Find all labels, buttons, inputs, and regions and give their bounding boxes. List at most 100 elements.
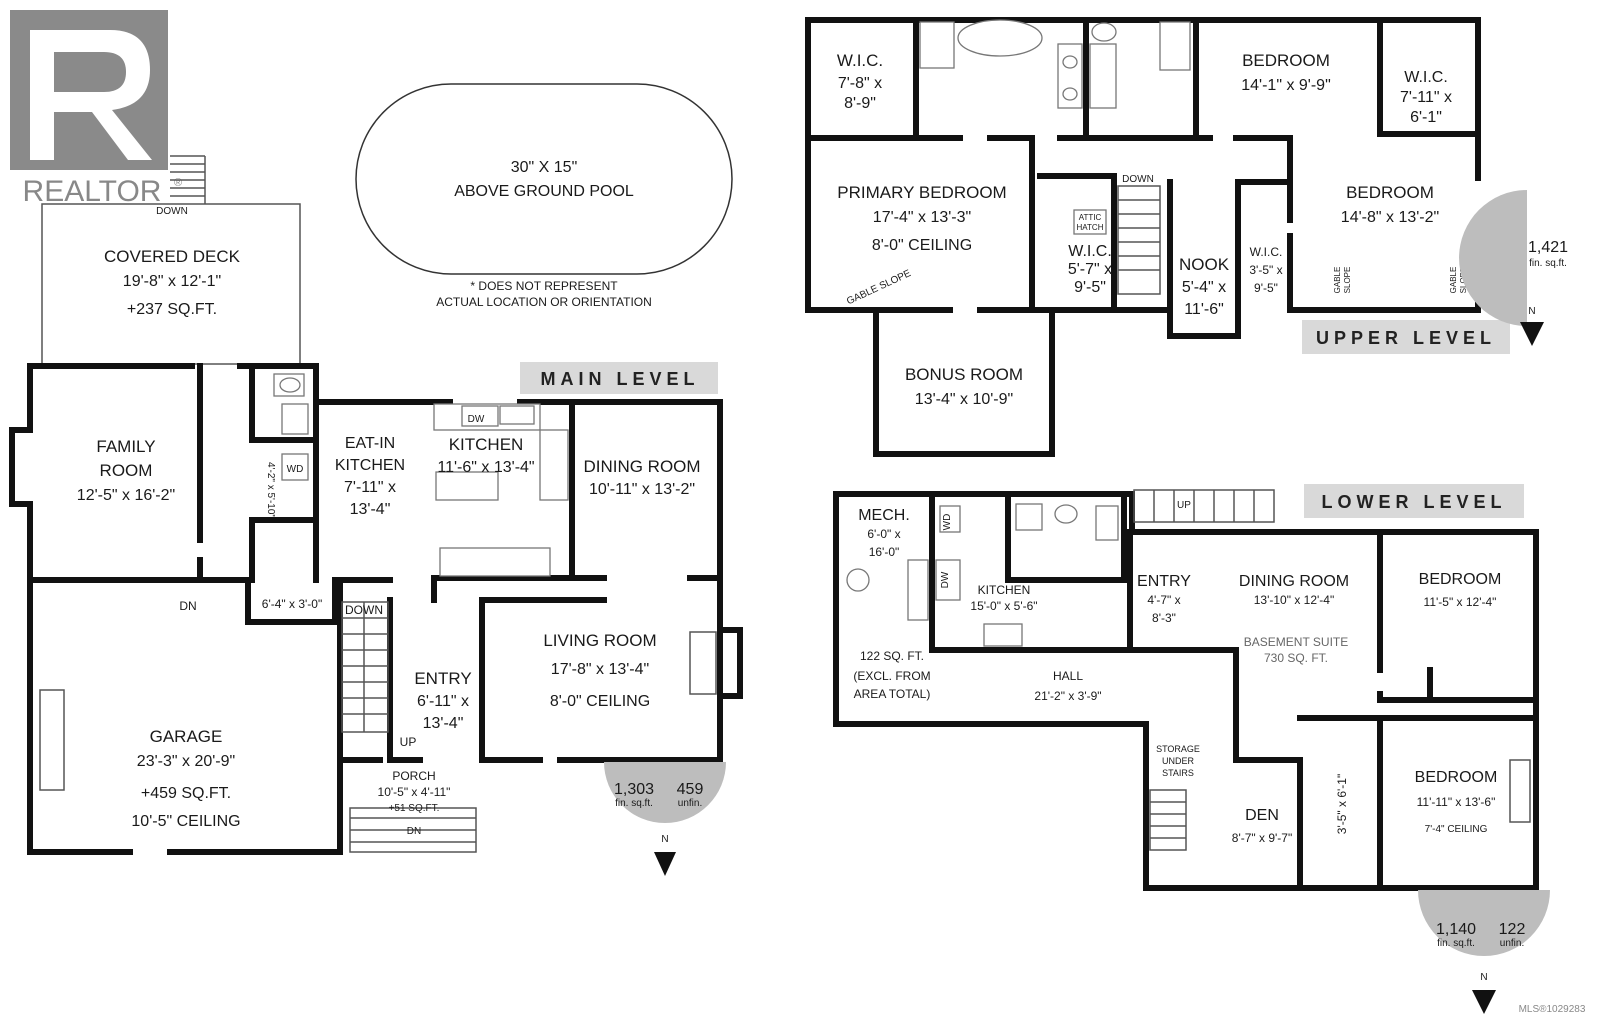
main-entry-dims-2: 13'-4" [423, 715, 464, 732]
porch-name: PORCH [392, 769, 435, 783]
main-north-arrow-icon [654, 852, 676, 876]
deck-name: COVERED DECK [104, 247, 241, 266]
upper-wic4-dims-2: 9'-5" [1254, 281, 1278, 295]
upper-area-badge [1459, 190, 1527, 326]
upper-wic2-name: W.I.C. [1404, 69, 1448, 86]
lower-area-badge [1418, 890, 1550, 956]
pool-name: ABOVE GROUND POOL [454, 183, 634, 200]
above-ground-pool: 30" X 15" ABOVE GROUND POOL * DOES NOT R… [355, 83, 733, 309]
family-room-name-2: ROOM [100, 461, 153, 480]
lower-kitchen-dims: 15'-0" x 5'-6" [970, 599, 1037, 613]
main-area-badge [604, 762, 726, 823]
lower-bedroom1-dims: 11'-5" x 12'-4" [1424, 595, 1497, 609]
upper-bedroom2-dims: 14'-8" x 13'-2" [1341, 209, 1439, 226]
living-room-ceiling: 8'-0" CEILING [550, 693, 650, 710]
eatin-dims-2: 13'-4" [350, 501, 391, 518]
deck-stairs [170, 155, 206, 204]
lower-storage-stairs [1149, 789, 1187, 851]
primary-bedroom-ceiling: 8'-0" CEILING [872, 237, 972, 254]
deck-area: +237 SQ.FT. [127, 301, 217, 318]
family-room-name-1: FAMILY [96, 437, 155, 456]
bonus-room-dims: 13'-4" x 10'-9" [915, 391, 1013, 408]
lower-unfin-label: unfin. [1500, 938, 1524, 949]
upper-gable-2: GABLE [1449, 267, 1458, 294]
hall-dims: 21'-2" x 3'-9" [1034, 689, 1101, 703]
main-kitchen-name: KITCHEN [449, 435, 524, 454]
lower-stairs-up [1133, 489, 1275, 523]
pool-size: 30" X 15" [511, 159, 578, 176]
hall-name: HALL [1053, 669, 1083, 683]
upper-gable-1: GABLE [1333, 267, 1342, 294]
storage-line-3: STAIRS [1162, 768, 1194, 778]
main-level: DOWN COVERED DECK 19'-8" x 12'-1" +237 S… [9, 155, 743, 876]
main-down-label: DOWN [345, 603, 383, 617]
upper-down-label: DOWN [1122, 174, 1154, 185]
porch-dn: DN [407, 826, 421, 837]
upper-bedroom1-name: BEDROOM [1242, 51, 1330, 70]
mech-area: 122 SQ. FT. [860, 649, 924, 663]
deck-down-label: DOWN [156, 206, 188, 217]
upper-wic1-name: W.I.C. [837, 51, 883, 70]
nook-dims-2: 11'-6" [1184, 301, 1224, 318]
upper-bedroom2-name: BEDROOM [1346, 183, 1434, 202]
mech-dims-1: 6'-0" x [867, 527, 900, 541]
main-unfin-area: 459 [677, 781, 704, 798]
family-room-dims: 12'-5" x 16'-2" [77, 487, 175, 504]
main-level-title: MAIN LEVEL [540, 369, 699, 389]
laundry-dims: 4'-2" x 5'-10" [265, 462, 276, 518]
nook-dims-1: 5'-4" x [1182, 279, 1226, 296]
main-unfin-label: unfin. [678, 798, 702, 809]
mech-excl-1: (EXCL. FROM [853, 669, 930, 683]
upper-wic3-name: W.I.C. [1068, 243, 1112, 260]
main-dining-name: DINING ROOM [583, 457, 700, 476]
upper-stairs [1117, 185, 1161, 295]
lower-level: WD DW LOWER LEVEL UP MECH. 6'- [833, 484, 1550, 1014]
main-laundry-wd: WD [287, 464, 304, 475]
upper-level: ATTIC HATCH W.I.C. 7'-8" x 8'-9" BEDROOM… [805, 17, 1568, 457]
lower-mech-wd: WD [942, 514, 953, 531]
main-closet-dims: 6'-4" x 3'-0" [262, 597, 322, 611]
realtor-logo[interactable]: REALTOR ® [10, 10, 182, 208]
lower-unfin-area: 122 [1499, 921, 1526, 938]
lower-bedroom1-name: BEDROOM [1419, 571, 1502, 588]
main-dn-label: DN [179, 599, 196, 613]
upper-wic2-dims-2: 6'-1" [1410, 109, 1442, 126]
realtor-logo-text: REALTOR [23, 175, 162, 208]
upper-level-title: UPPER LEVEL [1316, 328, 1496, 348]
basement-suite-name: BASEMENT SUITE [1244, 635, 1348, 649]
garage-dims: 23'-3" x 20'-9" [137, 753, 235, 770]
main-fin-label: fin. sq.ft. [615, 798, 653, 809]
pool-note-2: ACTUAL LOCATION OR ORIENTATION [436, 295, 652, 309]
upper-wic1-dims-2: 8'-9" [844, 95, 876, 112]
main-stairs [341, 601, 389, 733]
living-room-name: LIVING ROOM [543, 631, 656, 650]
eatin-name-1: EAT-IN [345, 435, 395, 452]
main-kitchen-dims: 11'-6" x 13'-4" [437, 459, 534, 476]
nook-name: NOOK [1179, 255, 1230, 274]
upper-fin-label: fin. sq.ft. [1529, 258, 1567, 269]
porch-area: +51 SQ.FT. [389, 803, 440, 814]
lower-fin-area: 1,140 [1436, 921, 1476, 938]
lower-dining-name: DINING ROOM [1239, 573, 1349, 590]
den-dims: 8'-7" x 9'-7" [1232, 831, 1292, 845]
mech-name: MECH. [858, 507, 910, 524]
mech-dims-2: 16'-0" [869, 545, 900, 559]
lower-north-arrow-icon [1472, 990, 1496, 1014]
storage-line-1: STORAGE [1156, 744, 1200, 754]
basement-suite-area: 730 SQ. FT. [1264, 651, 1328, 665]
main-entry-name: ENTRY [414, 669, 471, 688]
pool-note-1: * DOES NOT REPRESENT [470, 279, 618, 293]
attic-hatch-2: HATCH [1077, 223, 1104, 232]
lower-dining-dims: 13'-10" x 12'-4" [1254, 593, 1334, 607]
attic-hatch-1: ATTIC [1079, 213, 1102, 222]
mls-number: MLS®1029283 [1519, 1004, 1586, 1015]
eatin-name-2: KITCHEN [335, 457, 405, 474]
upper-wic3-dims-1: 5'-7" x [1068, 261, 1112, 278]
mech-excl-2: AREA TOTAL) [854, 687, 931, 701]
lower-up-label: UP [1177, 500, 1191, 511]
eatin-dims-1: 7'-11" x [344, 479, 396, 496]
main-entry-dims-1: 6'-11" x [417, 693, 469, 710]
primary-bedroom-name: PRIMARY BEDROOM [837, 183, 1006, 202]
lower-kitchen-name: KITCHEN [978, 583, 1031, 597]
